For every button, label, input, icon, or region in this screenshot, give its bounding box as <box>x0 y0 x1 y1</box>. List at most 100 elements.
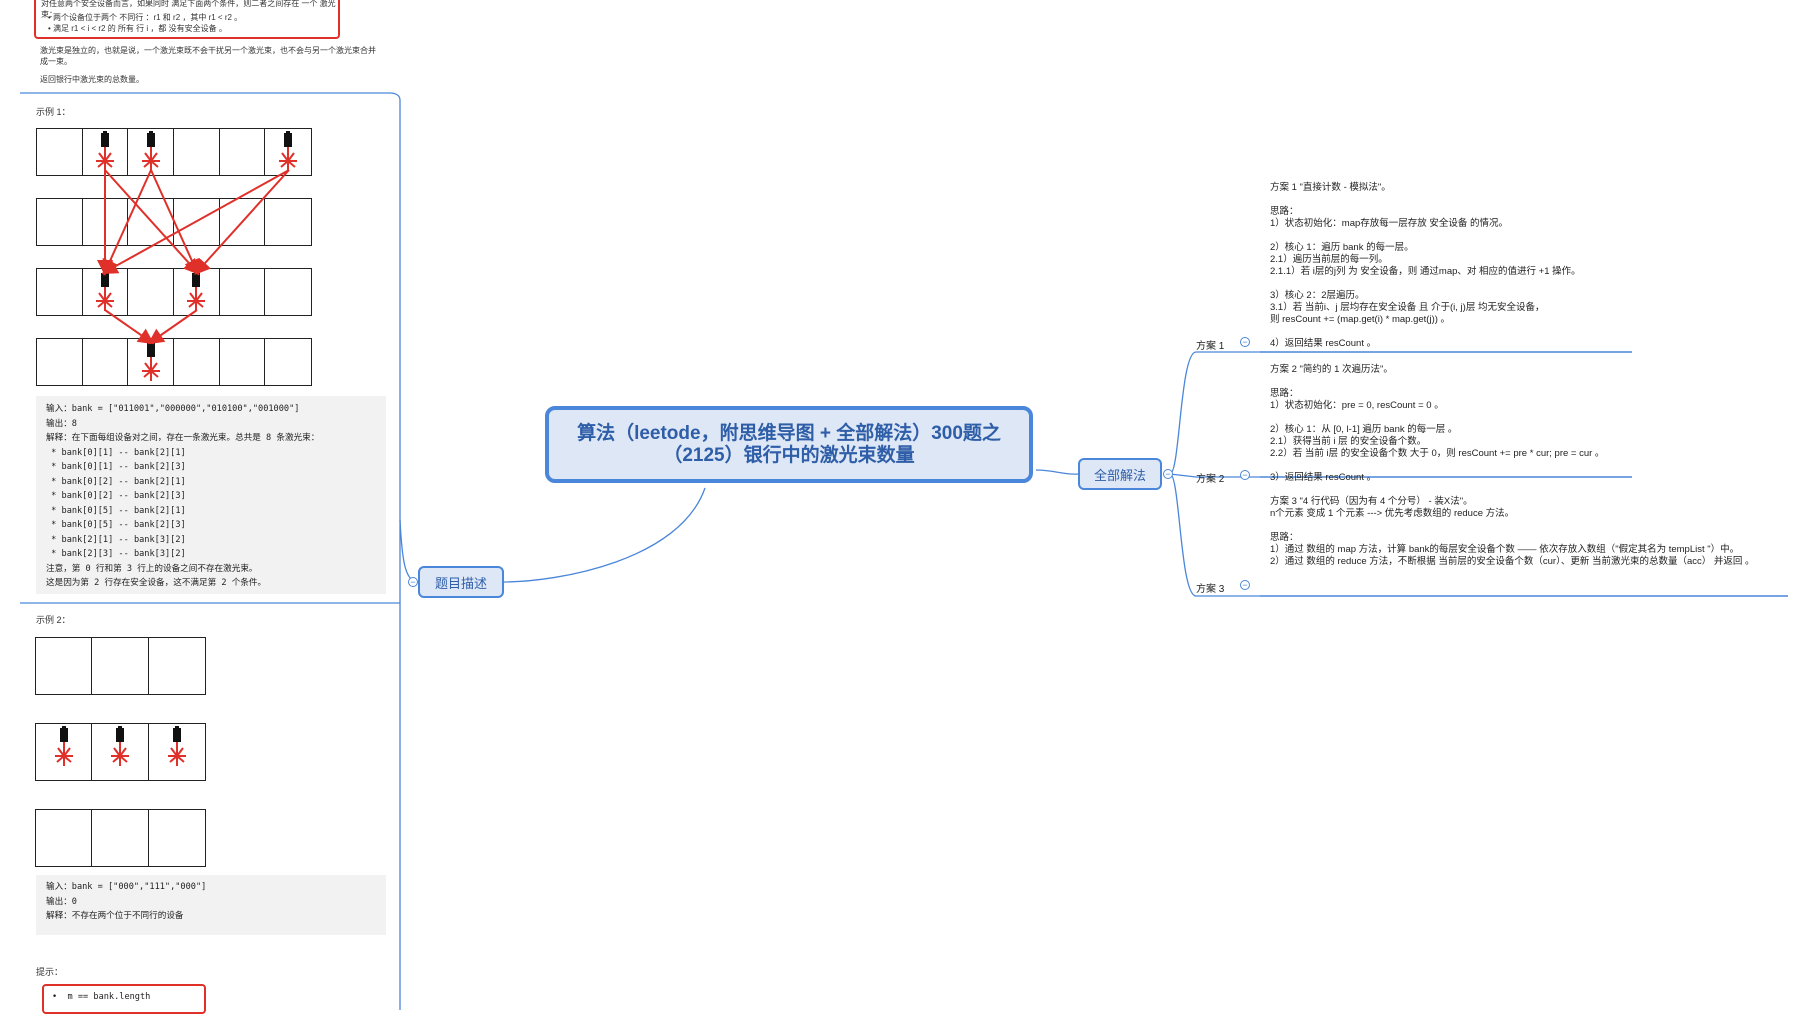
connector-solutions-to-s3 <box>1169 473 1260 597</box>
connector-solutions-to-s1 <box>1169 351 1260 475</box>
empty-cell <box>128 269 175 315</box>
empty-cell <box>220 339 266 385</box>
example-1-code-line: * bank[0][5] -- bank[2][1] <box>46 505 186 516</box>
solution-3-label[interactable]: 方案 3 <box>1196 584 1225 595</box>
central-topic-node[interactable]: 算法（leetode，附思维导图 + 全部解法）300题之（2125）银行中的激… <box>545 406 1033 483</box>
collapse-icon[interactable]: − <box>408 577 418 587</box>
laser-device-icon <box>167 726 186 766</box>
hint-title: 提示： <box>36 967 64 977</box>
example-1-code-line: * bank[0][2] -- bank[2][1] <box>46 476 186 487</box>
example-1-code-line: * bank[0][5] -- bank[2][3] <box>46 520 186 530</box>
laser-device-icon <box>141 131 160 171</box>
example-2-code-line: 输入：bank = ["000","111","000"] <box>46 882 207 892</box>
collapse-icon[interactable]: − <box>1240 337 1250 347</box>
laser-beam <box>101 169 290 274</box>
example-1-code-line: * bank[0][1] -- bank[2][3] <box>46 462 186 472</box>
laser-beam <box>102 169 152 276</box>
connector-central-to-solutions <box>1035 469 1079 475</box>
empty-cell <box>37 339 83 385</box>
example-1-code-line: * bank[0][2] -- bank[2][3] <box>46 491 186 501</box>
example-2-code-line: 解释：不存在两个位于不同行的设备 <box>46 911 184 921</box>
example-2-grid-row <box>35 723 206 781</box>
device-cell <box>128 129 175 175</box>
collapse-icon[interactable]: − <box>1240 470 1250 480</box>
device-cell <box>36 724 93 780</box>
example-1-code-line: 输出：8 <box>46 418 77 429</box>
empty-cell <box>37 129 83 175</box>
condition-2: • 满足 r1 < i < r2 的 所有 行 i ，都 没有安全设备 。 <box>48 24 227 33</box>
independent-note: 激光束是独立的，也就是说，一个激光束既不会干扰另一个激光束，也不会与另一个激光束… <box>40 46 376 66</box>
device-cell <box>128 339 175 385</box>
laser-device-icon <box>111 726 130 766</box>
empty-cell <box>92 810 149 866</box>
example-2-code-line: 输出：0 <box>46 896 77 907</box>
example-1-beams <box>97 169 290 345</box>
example-1-code-line: 注意，第 0 行和第 3 行上的设备之间不存在激光束。 <box>46 563 258 574</box>
empty-cell <box>92 638 149 694</box>
example-1-grid-row <box>36 268 312 316</box>
condition-1: • 两个设备位于两个 不同行 ：r1 和 r2 ，其中 r1 < r2 。 <box>48 13 243 22</box>
empty-cell <box>174 129 220 175</box>
connector-description-to-panel <box>20 92 419 583</box>
empty-cell <box>220 199 266 245</box>
empty-cell <box>174 199 220 245</box>
central-topic-title: 算法（leetode，附思维导图 + 全部解法）300题之（2125）银行中的激… <box>577 422 1001 466</box>
empty-cell <box>36 810 93 866</box>
empty-cell <box>83 339 129 385</box>
example-1-code-line: 输入：bank = ["011001","000000","010100","0… <box>46 404 300 414</box>
example-1-title: 示例 1： <box>36 107 71 117</box>
example-1-code-line: * bank[2][3] -- bank[3][2] <box>46 549 186 559</box>
collapse-icon[interactable]: − <box>1163 469 1173 479</box>
example-2-grid-row <box>35 809 206 867</box>
device-cell <box>92 724 149 780</box>
empty-cell <box>149 810 205 866</box>
empty-cell <box>37 269 83 315</box>
collapse-icon[interactable]: − <box>1240 580 1250 590</box>
laser-device-icon <box>141 341 160 381</box>
empty-cell <box>220 269 266 315</box>
laser-beam <box>147 309 198 345</box>
example-2-title: 示例 2： <box>36 615 71 625</box>
laser-beam <box>150 169 200 276</box>
solutions-label: 全部解法 <box>1093 467 1146 483</box>
laser-device-icon <box>54 726 73 766</box>
device-cell <box>265 129 311 175</box>
empty-cell <box>37 199 83 245</box>
device-cell <box>83 129 129 175</box>
solution-3-text: 方案 3 "4 行代码（因为有 4 个分号） - 装X法"。 n个元素 变成 1… <box>1270 496 1755 567</box>
solution-2-text: 方案 2 "简约的 1 次遍历法"。 思路： 1）状态初始化：pre = 0, … <box>1270 364 1605 483</box>
example-2-grid-row <box>35 637 206 695</box>
hint-item: • m == bank.length <box>52 992 151 1002</box>
empty-cell <box>220 129 266 175</box>
connector-solutions-to-s2 <box>1169 473 1260 478</box>
description-node[interactable]: 题目描述 <box>418 566 504 598</box>
laser-beam <box>104 309 155 345</box>
laser-beam <box>194 169 290 275</box>
return-note: 返回银行中激光束的总数量。 <box>40 75 144 84</box>
connector-central-to-description <box>501 487 706 583</box>
description-label: 题目描述 <box>434 575 487 591</box>
empty-cell <box>174 339 220 385</box>
solution-1-text: 方案 1 "直接计数 - 模拟法"。 思路： 1）状态初始化：map存放每一层存… <box>1270 182 1581 349</box>
empty-cell <box>149 638 205 694</box>
solutions-node[interactable]: 全部解法 <box>1078 458 1162 490</box>
example-1-code-box: 输入：bank = ["011001","000000","010100","0… <box>36 396 386 594</box>
laser-device-icon <box>96 271 114 311</box>
device-cell <box>149 724 205 780</box>
solution-1-label[interactable]: 方案 1 <box>1196 341 1225 352</box>
solution-2-label[interactable]: 方案 2 <box>1196 474 1225 485</box>
conditions-box: 对任意两个安全设备而言，如果同时 满足下面两个条件，则二者之间存在 一个 激光束… <box>34 0 340 39</box>
example-1-grid-row <box>36 128 312 176</box>
laser-device-icon <box>96 131 114 171</box>
laser-beam <box>104 169 200 275</box>
example-1-grid-row <box>36 338 312 386</box>
conditions-intro: 对任意两个安全设备而言，如果同时 满足下面两个条件，则二者之间存在 一个 激光束… <box>41 0 336 19</box>
example-1-code-line: 解释：在下面每组设备对之间，存在一条激光束。总共是 8 条激光束： <box>46 433 320 443</box>
device-cell <box>83 269 129 315</box>
example-1-code-line: 这是因为第 2 行存在安全设备，这不满足第 2 个条件。 <box>46 578 267 588</box>
example-1-code-line: * bank[2][1] -- bank[3][2] <box>46 534 186 545</box>
laser-device-icon <box>279 131 298 171</box>
example-1-code-line: * bank[0][1] -- bank[2][1] <box>46 447 186 458</box>
empty-cell <box>36 638 93 694</box>
